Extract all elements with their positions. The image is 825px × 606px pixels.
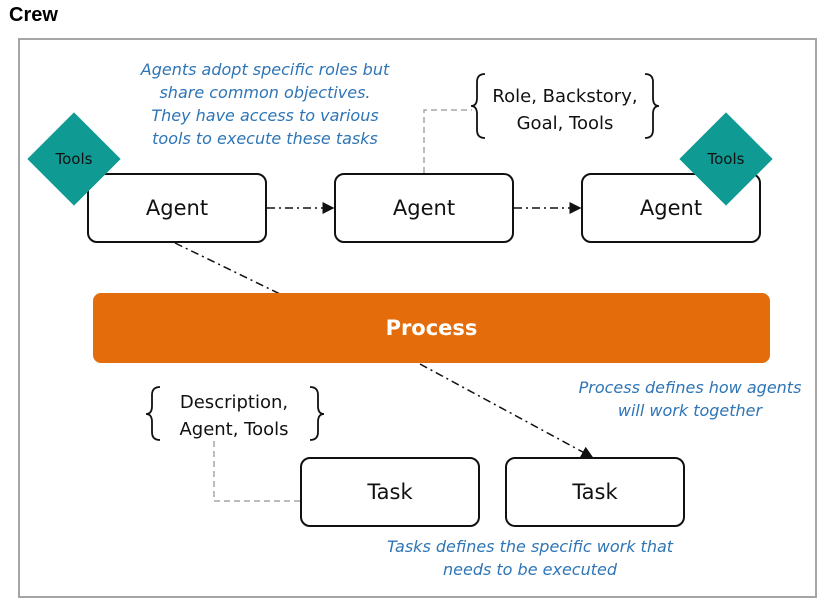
agent-label: Agent <box>145 196 209 220</box>
agent-label: Agent <box>639 196 703 220</box>
tools-label-left: Tools <box>55 150 93 168</box>
task-label: Task <box>367 480 413 504</box>
process-note: Process defines how agents will work tog… <box>578 378 802 420</box>
task-attributes-left-brace <box>145 386 161 441</box>
agent-attributes-connector <box>423 109 472 173</box>
crew-frame <box>18 38 817 598</box>
task-box-1: Task <box>300 457 480 527</box>
agent-attributes-left-brace <box>470 73 486 139</box>
task-attributes-right-brace <box>309 386 325 441</box>
task-label: Task <box>572 480 618 504</box>
process-to-task-arrow <box>419 363 594 458</box>
agent-box-1: Agent <box>87 173 267 243</box>
process-label: Process <box>385 316 478 340</box>
task-box-2: Task <box>505 457 685 527</box>
agent-box-2: Agent <box>334 173 514 243</box>
agent-note: Agents adopt specific roles but share co… <box>140 60 390 148</box>
agent-label: Agent <box>392 196 456 220</box>
process-bar: Process <box>93 293 770 363</box>
agent-attributes: Role, Backstory, Goal, Tools <box>492 86 638 134</box>
tools-label-right: Tools <box>707 150 745 168</box>
task-note: Tasks defines the specific work that nee… <box>386 537 674 579</box>
crew-title: Crew <box>9 4 58 26</box>
task-attributes: Description, Agent, Tools <box>179 392 289 440</box>
agent-to-process-line <box>174 242 281 295</box>
agent-attributes-right-brace <box>644 73 660 139</box>
task-attributes-connector <box>213 440 300 502</box>
